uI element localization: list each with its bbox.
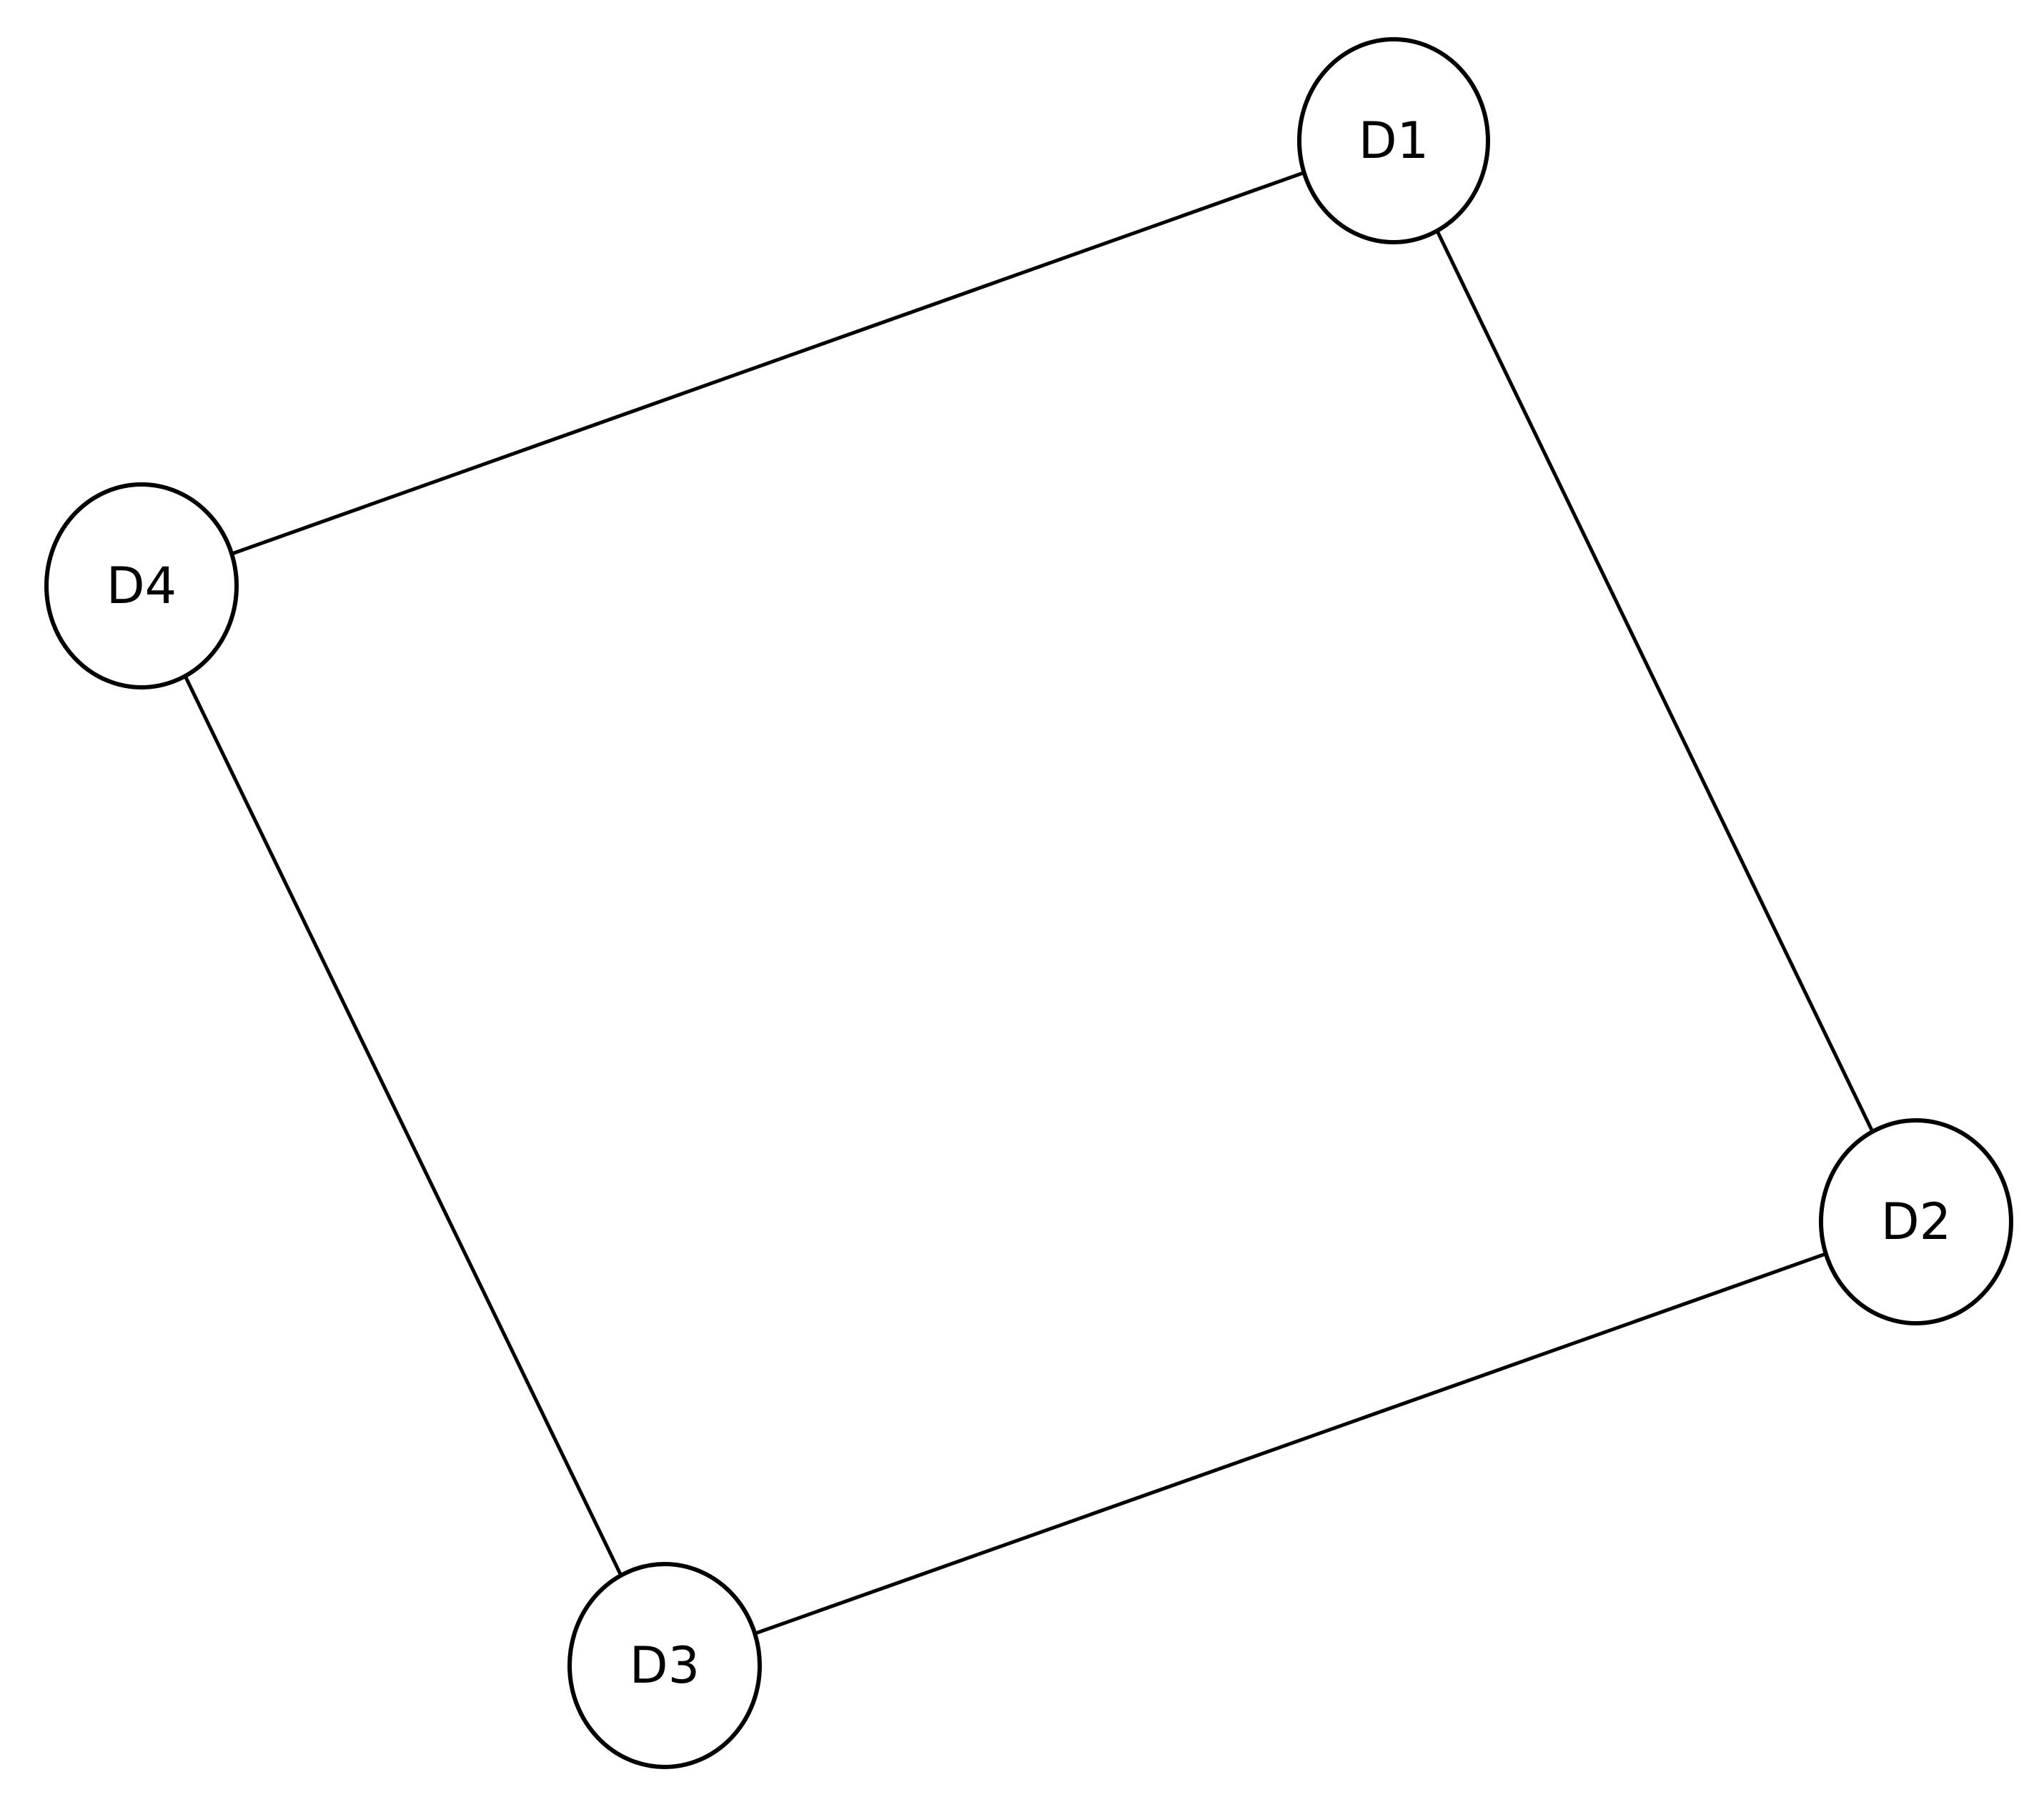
nodes-layer: D1 D2 D3 D4 (44, 37, 2013, 1769)
node-circle (1819, 1118, 2013, 1325)
edge-d3-d4 (139, 584, 667, 1667)
node-label: D3 (630, 1636, 700, 1695)
node-d1: D1 (1297, 37, 1490, 244)
node-d2: D2 (1819, 1118, 2013, 1325)
node-label: D2 (1881, 1193, 1951, 1251)
edges-layer (139, 139, 1918, 1668)
edge-d4-d1 (141, 139, 1394, 588)
node-circle (1297, 37, 1490, 244)
node-label: D4 (106, 557, 177, 615)
node-label: D1 (1359, 111, 1429, 170)
node-d3: D3 (567, 1562, 762, 1769)
node-d4: D4 (44, 482, 239, 690)
edge-d2-d3 (664, 1220, 1917, 1668)
node-circle (44, 482, 239, 690)
edge-d1-d2 (1391, 139, 1918, 1223)
node-circle (567, 1562, 762, 1769)
